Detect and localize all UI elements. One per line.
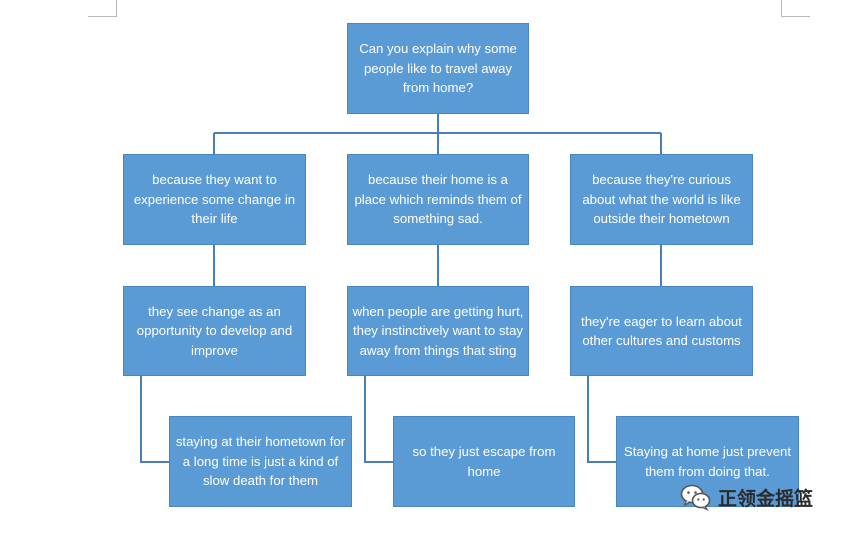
detail-text-2: when people are getting hurt, they insti…: [352, 303, 524, 358]
reason-box-2: because their home is a place which remi…: [347, 154, 529, 245]
reason-text-2: because their home is a place which remi…: [354, 172, 522, 227]
conclusion-text-2: so they just escape from home: [412, 444, 556, 479]
detail-box-1: they see change as an opportunity to dev…: [123, 286, 306, 376]
connector-detail-3-conclusion: [587, 376, 616, 463]
detail-text-1: they see change as an opportunity to dev…: [136, 303, 293, 358]
root-question-text: Can you explain why some people like to …: [359, 41, 517, 96]
reason-text-3: because they're curious about what the w…: [582, 172, 741, 227]
reason-text-1: because they want to experience some cha…: [133, 172, 296, 227]
conclusion-box-3: Staying at home just prevent them from d…: [616, 416, 799, 507]
detail-text-3: they're eager to learn about other cultu…: [581, 313, 742, 349]
connector-detail-1-conclusion: [140, 376, 169, 463]
conclusion-text-3: Staying at home just prevent them from d…: [623, 444, 792, 479]
reason-box-1: because they want to experience some cha…: [123, 154, 306, 245]
detail-box-2: when people are getting hurt, they insti…: [347, 286, 529, 376]
reason-box-3: because they're curious about what the w…: [570, 154, 753, 245]
conclusion-box-1: staying at their hometown for a long tim…: [169, 416, 352, 507]
wechat-icon: [680, 484, 711, 511]
detail-box-3: they're eager to learn about other cultu…: [570, 286, 753, 376]
watermark: 正领金摇篮: [680, 480, 813, 514]
page-corner-mark-top-right: [781, 0, 810, 17]
conclusion-box-2: so they just escape from home: [393, 416, 575, 507]
page-corner-mark-top-left: [88, 0, 117, 17]
root-question-box: Can you explain why some people like to …: [347, 23, 529, 114]
connector-detail-2-conclusion: [364, 376, 393, 463]
conclusion-text-1: staying at their hometown for a long tim…: [175, 434, 346, 489]
watermark-text: 正领金摇篮: [718, 487, 814, 510]
